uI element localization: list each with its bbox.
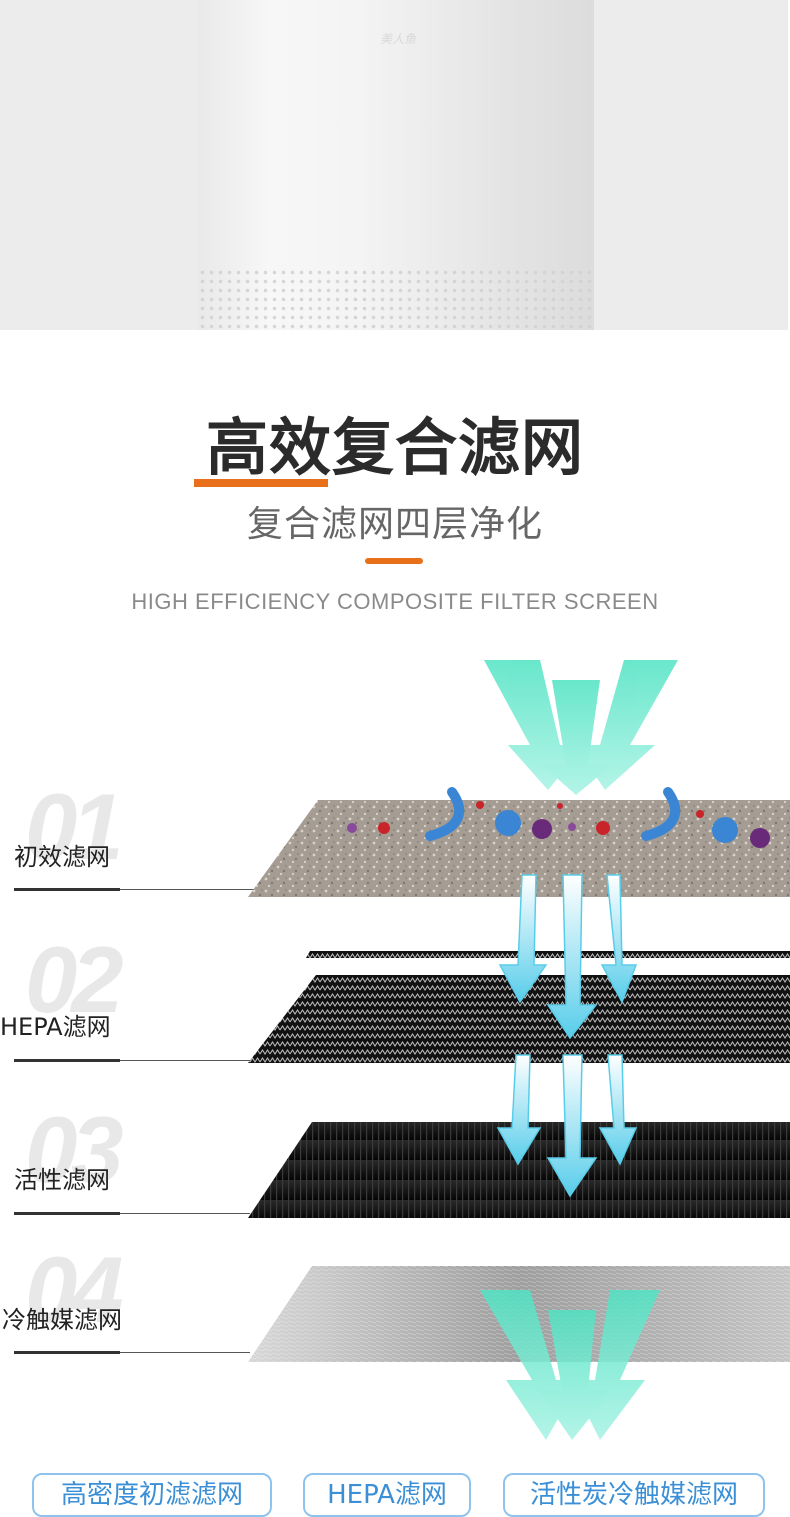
title-accent-bar (194, 479, 328, 487)
page-title: 高效复合滤网 (205, 411, 584, 484)
tab-hepa-filter[interactable]: HEPA滤网 (303, 1473, 471, 1517)
subtitle-accent-bar (365, 558, 423, 564)
layer-number-02: 02 (25, 927, 124, 1032)
product-photo: 美人鱼 (0, 0, 788, 330)
layer-divider (14, 888, 262, 891)
layer-divider (14, 1059, 250, 1062)
layer-number-03: 03 (25, 1097, 124, 1202)
hepa-filter-layer (248, 975, 790, 1063)
layer-divider (14, 1212, 250, 1215)
purifier-grille (198, 268, 594, 330)
layer-label-hepa: HEPA滤网 (0, 1013, 111, 1041)
tab-primary-filter[interactable]: 高密度初滤滤网 (32, 1473, 272, 1517)
english-title: HIGH EFFICIENCY COMPOSITE FILTER SCREEN (131, 589, 659, 614)
air-flow-arrows (496, 874, 638, 1198)
primary-filter-layer (248, 800, 790, 897)
brand-watermark: 美人鱼 (379, 32, 416, 46)
layer-number-01: 01 (25, 774, 124, 879)
layer-label-activated: 活性滤网 (14, 1166, 110, 1194)
tab-carbon-catalyst-filter[interactable]: 活性炭冷触媒滤网 (503, 1473, 765, 1517)
air-purifier-image: 美人鱼 (198, 0, 594, 330)
layer-label-cold-catalyst: 冷触媒滤网 (2, 1306, 122, 1334)
page-subtitle: 复合滤网四层净化 (246, 504, 543, 545)
air-outflow-arrows (480, 1290, 660, 1440)
layer-label-primary: 初效滤网 (14, 843, 110, 871)
air-inflow-arrows (484, 660, 678, 795)
activated-carbon-layer (248, 1122, 790, 1218)
layer-number-04: 04 (25, 1237, 124, 1342)
layer-divider (14, 1351, 250, 1354)
